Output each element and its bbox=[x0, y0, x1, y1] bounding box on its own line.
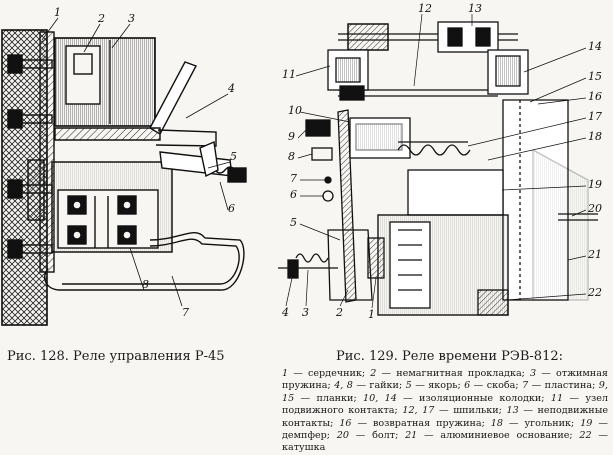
figure-128-drawing: 1 2 3 4 5 6 7 8 bbox=[1, 6, 247, 326]
legend-item-number: 3 bbox=[530, 368, 537, 379]
legend-item: 18 — угольник; bbox=[490, 417, 575, 429]
fig129-callout-14: 14 bbox=[588, 40, 602, 53]
fig129-callout-6: 6 bbox=[290, 188, 297, 201]
fig129-callout-11: 11 bbox=[282, 68, 296, 81]
legend-item: 20 — болт; bbox=[336, 430, 399, 442]
legend-item-number: 21 bbox=[405, 430, 418, 442]
fig128-callout-2: 2 bbox=[97, 12, 105, 25]
legend-item-text: катушка bbox=[282, 442, 326, 454]
legend-item-text: болт; bbox=[372, 430, 399, 442]
legend-item: 7 — пластина; bbox=[522, 380, 596, 392]
fig129-callout-15: 15 bbox=[588, 70, 602, 83]
legend-item-text: якорь; bbox=[428, 380, 461, 392]
fig128-callout-4: 4 bbox=[227, 82, 235, 95]
fig129-callout-12: 12 bbox=[418, 2, 432, 15]
legend-item-text: неподвижные контакты; bbox=[282, 405, 609, 429]
legend-item-number: 12, 17 bbox=[402, 405, 435, 417]
fig129-callout-17: 17 bbox=[588, 110, 602, 123]
figure-128-caption: Рис. 128. Реле управления Р-45 bbox=[7, 349, 225, 364]
fig129-callout-3: 3 bbox=[302, 306, 309, 319]
fig129-callout-10: 10 bbox=[288, 104, 302, 117]
fig129-callout-19: 19 bbox=[588, 178, 602, 191]
fig128-callout-1: 1 bbox=[54, 6, 61, 19]
figure-129-drawing: 12 13 14 15 16 17 18 11 10 9 8 7 6 5 19 … bbox=[278, 2, 602, 321]
legend-item-text: сердечник; bbox=[307, 368, 366, 379]
legend-item-text: угольник; bbox=[524, 417, 575, 429]
legend-item: 19 — демпфер; bbox=[282, 417, 608, 442]
legend-item-number: 4, 8 bbox=[334, 380, 353, 392]
fig129-callout-16: 16 bbox=[588, 90, 602, 103]
legend-item: 1 — сердечник; bbox=[282, 368, 366, 379]
fig128-callout-7: 7 bbox=[182, 306, 189, 319]
legend-item-text: шпильки; bbox=[453, 405, 502, 417]
fig129-callout-13: 13 bbox=[468, 2, 482, 15]
legend-item-number: 13 bbox=[506, 405, 519, 417]
legend-item: 6 — скоба; bbox=[464, 380, 519, 392]
legend-item-text: возвратная пружина; bbox=[373, 417, 485, 429]
legend-item-text: скоба; bbox=[486, 380, 519, 392]
fig129-callout-18: 18 bbox=[588, 130, 602, 143]
legend-item: 3 — отжимная пружина; bbox=[282, 368, 608, 392]
legend-item-number: 10, 14 bbox=[363, 392, 397, 404]
legend-item: 9, 15 — планки; bbox=[282, 380, 608, 404]
figure-129-legend: 1 — сердечник; 2 — немагнитная прокладка… bbox=[282, 368, 608, 455]
legend-item-text: демпфер; bbox=[282, 430, 331, 442]
legend-item-text: планки; bbox=[316, 392, 357, 404]
legend-item-text: изоляционные колодки; bbox=[419, 392, 545, 404]
fig129-callout-9: 9 bbox=[288, 130, 295, 143]
legend-item: 21 — алюминиевое основание; bbox=[405, 430, 573, 442]
fig128-callout-8: 8 bbox=[142, 278, 149, 291]
legend-item-number: 1 bbox=[282, 368, 289, 379]
legend-item: 16 — возвратная пружина; bbox=[339, 417, 485, 429]
fig128-callout-5: 5 bbox=[230, 150, 237, 163]
fig129-callout-20: 20 bbox=[587, 202, 602, 215]
legend-item-number: 5 bbox=[405, 380, 412, 392]
fig129-callout-22: 22 bbox=[587, 286, 602, 299]
legend-item: 13 — неподвижные контакты; bbox=[282, 405, 609, 429]
fig128-callout-3: 3 bbox=[128, 12, 135, 25]
legend-item: 11 — узел подвижного контакта; bbox=[282, 392, 608, 417]
legend-item-text: алюминиевое основание; bbox=[440, 430, 573, 442]
fig129-callout-21: 21 bbox=[587, 248, 602, 261]
legend-item-number: 7 bbox=[522, 380, 529, 392]
fig129-callout-1: 1 bbox=[368, 308, 375, 321]
legend-item-number: 20 bbox=[336, 430, 349, 442]
legend-item-number: 18 bbox=[490, 417, 503, 429]
legend-item-number: 16 bbox=[339, 417, 352, 429]
legend-item: 5 — якорь; bbox=[405, 380, 461, 392]
legend-item-text: немагнитная прокладка; bbox=[396, 368, 525, 379]
legend-item: 4, 8 — гайки; bbox=[334, 380, 403, 392]
legend-item-text: отжимная пружина; bbox=[282, 368, 608, 392]
fig128-callout-6: 6 bbox=[228, 202, 235, 215]
legend-item-text: гайки; bbox=[369, 380, 403, 392]
legend-item-number: 2 bbox=[370, 368, 377, 379]
legend-item-number: 22 bbox=[579, 430, 592, 442]
figure-129-caption: Рис. 129. Реле времени РЭВ-812: bbox=[336, 349, 563, 364]
fig129-callout-4: 4 bbox=[281, 306, 289, 319]
fig129-callout-5: 5 bbox=[290, 216, 297, 229]
fig129-callout-8: 8 bbox=[288, 150, 295, 163]
legend-item-number: 19 bbox=[580, 417, 593, 429]
legend-item-number: 11 bbox=[550, 392, 564, 404]
legend-item: 12, 17 — шпильки; bbox=[402, 405, 502, 417]
legend-item: 2 — немагнитная прокладка; bbox=[370, 368, 525, 379]
legend-item: 10, 14 — изоляционные колодки; bbox=[363, 392, 545, 404]
legend-item-number: 6 bbox=[464, 380, 471, 392]
legend-item-text: пластина; bbox=[544, 380, 596, 392]
fig129-callout-2: 2 bbox=[335, 306, 343, 319]
fig129-callout-7: 7 bbox=[290, 172, 297, 185]
legend-item-text: узел подвижного контакта; bbox=[282, 392, 608, 417]
legend-item-number: 9, 15 bbox=[282, 380, 608, 404]
